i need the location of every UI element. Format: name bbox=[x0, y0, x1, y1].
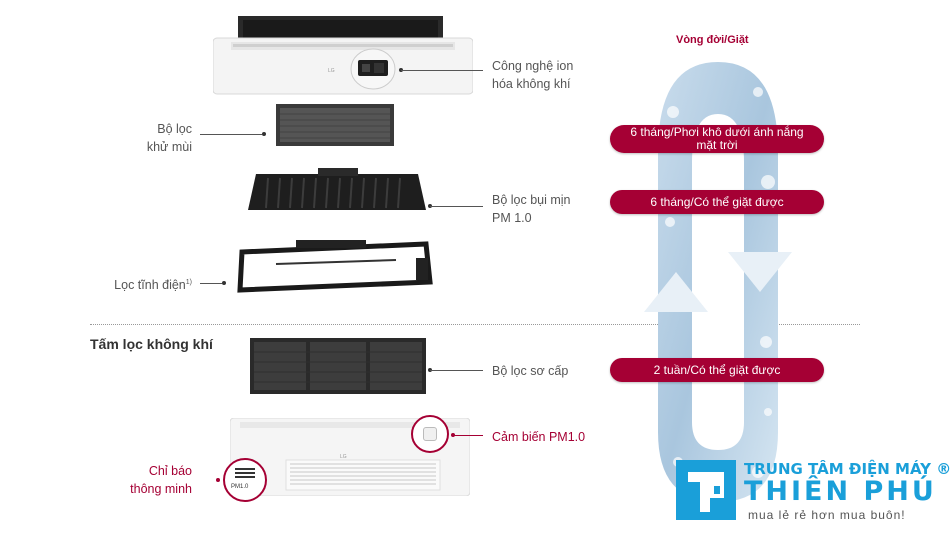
lifecycle-item-3: 2 tuần/Có thể giặt được bbox=[610, 358, 824, 382]
pre-filter-leader bbox=[430, 370, 483, 371]
brand-line1: TRUNG TÂM ĐIỆN MÁY ® bbox=[744, 460, 950, 478]
smart-indicator-highlight: PM1.0 bbox=[223, 458, 267, 502]
brand-name: THIÊN PHÚ bbox=[744, 476, 937, 507]
ac-unit-top-illustration: LG bbox=[212, 16, 474, 95]
lifecycle-loop bbox=[628, 52, 808, 512]
electrostatic-leader bbox=[200, 283, 222, 284]
brand-slogan: mua lẻ rẻ hơn mua buôn! bbox=[748, 508, 906, 522]
pm-sensor-label: Cảm biến PM1.0 bbox=[492, 430, 586, 444]
brand-line1-text: TRUNG TÂM ĐIỆN MÁY bbox=[744, 460, 932, 478]
lifecycle-item-2: 6 tháng/Có thể giặt được bbox=[610, 190, 824, 214]
pm-filter-illustration bbox=[248, 168, 426, 210]
pre-filter bbox=[250, 338, 426, 394]
deodorizing-label-line1: Bộ lọc bbox=[157, 122, 192, 136]
ionizer-module-illustration bbox=[350, 48, 396, 90]
lifecycle-item-1-line1: 6 tháng/Phơi khô dưới ánh nắng bbox=[630, 125, 804, 139]
smart-indicator-panel-text: PM1.0 bbox=[231, 484, 249, 490]
lifecycle-item-1: 6 tháng/Phơi khô dưới ánh nắng mặt trời bbox=[610, 125, 824, 153]
smart-indicator-label-line1: Chỉ báo bbox=[148, 464, 192, 478]
lifecycle-title: Vòng đời/Giặt bbox=[676, 34, 749, 46]
section-title: Tấm lọc không khí bbox=[90, 336, 213, 352]
brand-logo-mark bbox=[676, 460, 736, 520]
electrostatic-dot bbox=[222, 281, 226, 285]
deodorizing-label-line2: khử mùi bbox=[146, 140, 192, 154]
smart-indicator-grid bbox=[235, 468, 255, 480]
pm-filter-label: Bộ lọc bụi mịn PM 1.0 bbox=[492, 191, 571, 227]
pm-sensor-leader bbox=[453, 435, 483, 436]
deodorizing-filter-illustration bbox=[276, 104, 394, 146]
ionizer-label-line2: hóa không khí bbox=[492, 77, 571, 91]
electrostatic-filter bbox=[236, 238, 436, 296]
ac-unit-bottom-illustration: LG bbox=[229, 417, 471, 497]
ac-unit-top: LG bbox=[212, 16, 474, 96]
svg-text:LG: LG bbox=[328, 68, 335, 74]
pm-sensor-icon bbox=[423, 427, 437, 441]
lifecycle-item-1-line2: mặt trời bbox=[696, 138, 738, 152]
pm-sensor-highlight bbox=[411, 415, 449, 453]
section-divider bbox=[90, 324, 860, 325]
pre-filter-illustration bbox=[250, 338, 426, 394]
pre-filter-label: Bộ lọc sơ cấp bbox=[492, 364, 569, 378]
lifecycle-loop-illustration bbox=[644, 62, 792, 502]
smart-indicator-dot bbox=[216, 478, 220, 482]
deodorizing-filter bbox=[276, 104, 394, 146]
ionizer-label-line1: Công nghệ ion bbox=[492, 59, 574, 73]
brand-logo bbox=[676, 460, 736, 520]
electrostatic-label-text: Lọc tĩnh điện bbox=[114, 278, 186, 293]
deodorizing-leader bbox=[200, 134, 262, 135]
pm-filter-label-line2: PM 1.0 bbox=[492, 211, 532, 225]
pm-filter-leader bbox=[430, 206, 483, 207]
electrostatic-footnote: 1) bbox=[185, 279, 192, 286]
pm-filter bbox=[248, 168, 426, 216]
smart-indicator-label-line2: thông minh bbox=[130, 482, 192, 496]
brand-reg-mark: ® bbox=[936, 460, 950, 478]
pm-filter-label-line1: Bộ lọc bụi mịn bbox=[492, 193, 571, 207]
electrostatic-label: Lọc tĩnh điện1) bbox=[100, 274, 192, 294]
deodorizing-label: Bộ lọc khử mùi bbox=[120, 120, 192, 156]
svg-text:LG: LG bbox=[340, 454, 347, 460]
ionizer-label: Công nghệ ion hóa không khí bbox=[492, 57, 573, 93]
ionizer-leader bbox=[401, 70, 483, 71]
smart-indicator-label: Chỉ báo thông minh bbox=[110, 462, 192, 498]
ionizer-module bbox=[350, 48, 396, 90]
ac-unit-bottom: LG bbox=[229, 417, 471, 497]
electrostatic-filter-illustration bbox=[237, 240, 433, 293]
deodorizing-dot bbox=[262, 132, 266, 136]
